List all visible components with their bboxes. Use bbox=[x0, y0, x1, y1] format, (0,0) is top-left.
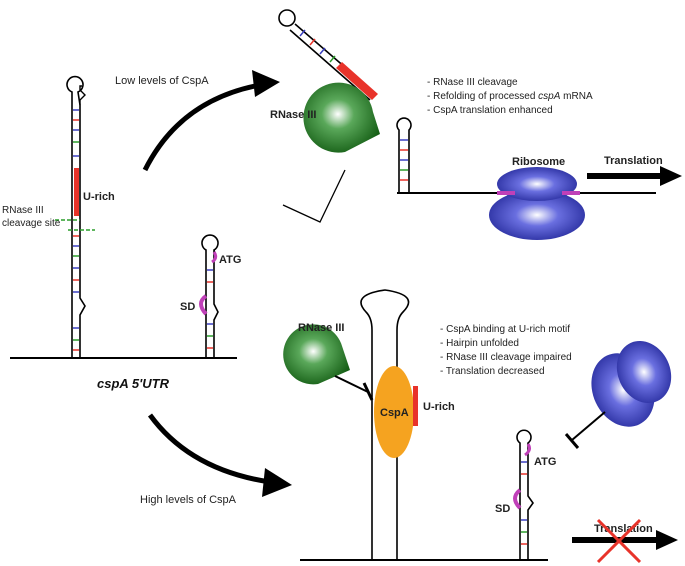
utr-title: cspA 5'UTR bbox=[97, 376, 170, 391]
u-rich-label-left: U-rich bbox=[83, 191, 115, 203]
small-hairpin-bottom: ATG SD bbox=[495, 429, 556, 560]
rnase-label-bottom: RNase III bbox=[298, 322, 344, 334]
u-rich-fragment bbox=[336, 62, 378, 100]
translation-arrow-icon bbox=[660, 166, 682, 186]
svg-text:- RNase III cleavage: - RNase III cleavage bbox=[427, 77, 518, 88]
sd-label-left: SD bbox=[180, 301, 195, 313]
rnase-iii-top: RNase III bbox=[270, 82, 380, 223]
inhibition-bar-icon bbox=[564, 433, 580, 449]
ribosome-bottom bbox=[564, 340, 672, 449]
atg-label-left: ATG bbox=[219, 254, 241, 266]
ribosome-top: Ribosome bbox=[489, 156, 585, 240]
rnase-iii-pacman-icon bbox=[303, 82, 380, 153]
high-levels-arrow: High levels of CspA bbox=[140, 413, 292, 506]
u-rich-label-bottom: U-rich bbox=[423, 401, 455, 413]
left-utr-structure: U-rich RNase III cleavage site ATG SD cs… bbox=[2, 75, 241, 391]
left-base-pairs bbox=[73, 109, 79, 351]
cross-icon bbox=[596, 518, 642, 564]
rnase-iii-bottom: RNase III bbox=[283, 322, 374, 401]
svg-text:- CspA translation enhanced: - CspA translation enhanced bbox=[427, 105, 553, 116]
translation-arrow-top: Translation bbox=[587, 155, 682, 186]
svg-text:- Hairpin unfolded: - Hairpin unfolded bbox=[440, 338, 519, 349]
u-rich-motif-bottom bbox=[413, 386, 418, 426]
notes-top: - RNase III cleavage - Refolding of proc… bbox=[427, 77, 593, 116]
sd-label-right: SD bbox=[495, 503, 510, 515]
rnase-iii-pacman-icon bbox=[283, 324, 350, 385]
ribosome-large-subunit-icon bbox=[489, 190, 585, 240]
svg-text:- RNase III cleavage impaired: - RNase III cleavage impaired bbox=[440, 352, 572, 363]
low-levels-label: Low levels of CspA bbox=[115, 75, 209, 87]
svg-text:- CspA binding at U-rich motif: - CspA binding at U-rich motif bbox=[440, 324, 570, 335]
svg-text:- Refolding of processed cspA: - Refolding of processed cspA mRNA bbox=[427, 91, 593, 102]
cspa-protein bbox=[374, 366, 414, 458]
translation-label-top: Translation bbox=[604, 155, 663, 167]
cspa-label: CspA bbox=[380, 407, 409, 419]
cleavage-site-label-1: RNase III bbox=[2, 205, 44, 216]
ribosome-label: Ribosome bbox=[512, 156, 565, 168]
rnase-label-top: RNase III bbox=[270, 109, 316, 121]
low-levels-arrow: Low levels of CspA bbox=[115, 70, 280, 172]
sd-marker-left bbox=[199, 294, 208, 316]
u-rich-motif-left bbox=[74, 168, 79, 216]
atg-marker-left bbox=[211, 251, 218, 264]
inhibition-bar-icon bbox=[362, 382, 374, 401]
svg-text:- Translation decreased: - Translation decreased bbox=[440, 366, 545, 377]
translation-arrow-icon bbox=[656, 530, 678, 550]
unfolded-hairpin: CspA U-rich bbox=[300, 289, 548, 561]
translation-arrow-bottom: Translation bbox=[572, 518, 678, 564]
cleaved-fragment bbox=[278, 9, 378, 101]
high-levels-label: High levels of CspA bbox=[140, 494, 237, 506]
atg-label-right: ATG bbox=[534, 456, 556, 468]
cleavage-site-label-2: cleavage site bbox=[2, 218, 61, 229]
small-hairpin-pairs bbox=[207, 269, 213, 349]
notes-bottom: - CspA binding at U-rich motif - Hairpin… bbox=[440, 324, 572, 377]
ribosome-small-subunit-icon bbox=[497, 167, 577, 201]
cleavage-site-marker bbox=[55, 219, 95, 231]
